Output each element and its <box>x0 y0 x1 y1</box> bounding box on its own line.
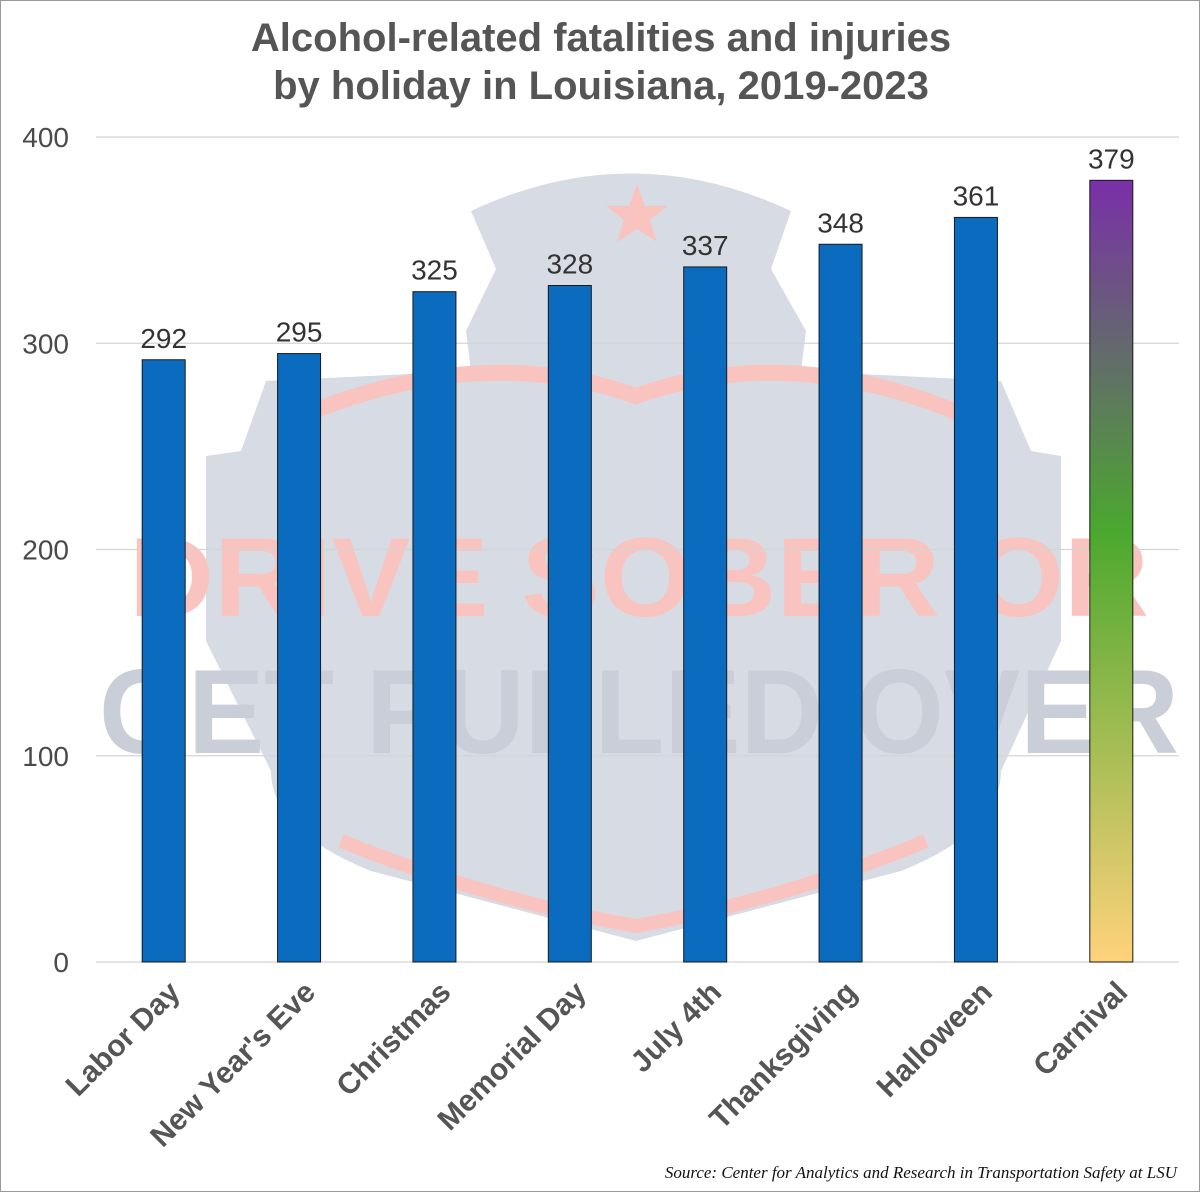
bar-memorial-day <box>547 285 592 963</box>
y-tick-label: 200 <box>22 535 69 566</box>
bar-labor-day <box>141 359 186 963</box>
y-tick-label: 0 <box>53 947 69 978</box>
data-labels: 292 295 325 328 337 348 361 379 <box>140 143 1134 353</box>
x-tick-label: Halloween <box>871 976 999 1104</box>
bars <box>141 179 1134 963</box>
data-label: 361 <box>953 180 1000 211</box>
y-axis-ticks: 0 100 200 300 400 <box>22 122 69 978</box>
bar-july-4th <box>683 266 728 963</box>
x-tick-label: Christmas <box>330 976 457 1103</box>
x-tick-label: Labor Day <box>60 975 187 1102</box>
bar-new-year-s-eve <box>277 353 322 963</box>
data-label: 295 <box>276 317 323 348</box>
bar-carnival <box>1089 179 1134 963</box>
star-icon <box>606 184 668 242</box>
y-tick-label: 300 <box>22 328 69 359</box>
watermark-line-2: GET PULLED OVER <box>99 645 1179 779</box>
bar-halloween <box>953 216 998 963</box>
data-label: 337 <box>682 230 729 261</box>
source-note: Source: Center for Analytics and Researc… <box>665 1163 1179 1182</box>
bar-christmas <box>412 291 457 963</box>
drive-sober-logo-watermark: DRIVE SOBER OR GET PULLED OVER <box>99 173 1179 941</box>
data-label: 292 <box>140 323 187 354</box>
y-tick-label: 400 <box>22 122 69 153</box>
data-label: 328 <box>546 249 593 280</box>
data-label: 325 <box>411 255 458 286</box>
y-tick-label: 100 <box>22 741 69 772</box>
gridlines <box>96 136 1179 963</box>
x-tick-label: July 4th <box>625 976 729 1080</box>
data-label: 379 <box>1088 143 1135 174</box>
chart-title-line-1: Alcohol-related fatalities and injuries <box>251 16 951 60</box>
chart-title-line-2: by holiday in Louisiana, 2019-2023 <box>273 64 929 108</box>
x-tick-label: Carnival <box>1027 976 1134 1083</box>
bar-thanksgiving <box>818 243 863 963</box>
data-label: 348 <box>817 207 864 238</box>
